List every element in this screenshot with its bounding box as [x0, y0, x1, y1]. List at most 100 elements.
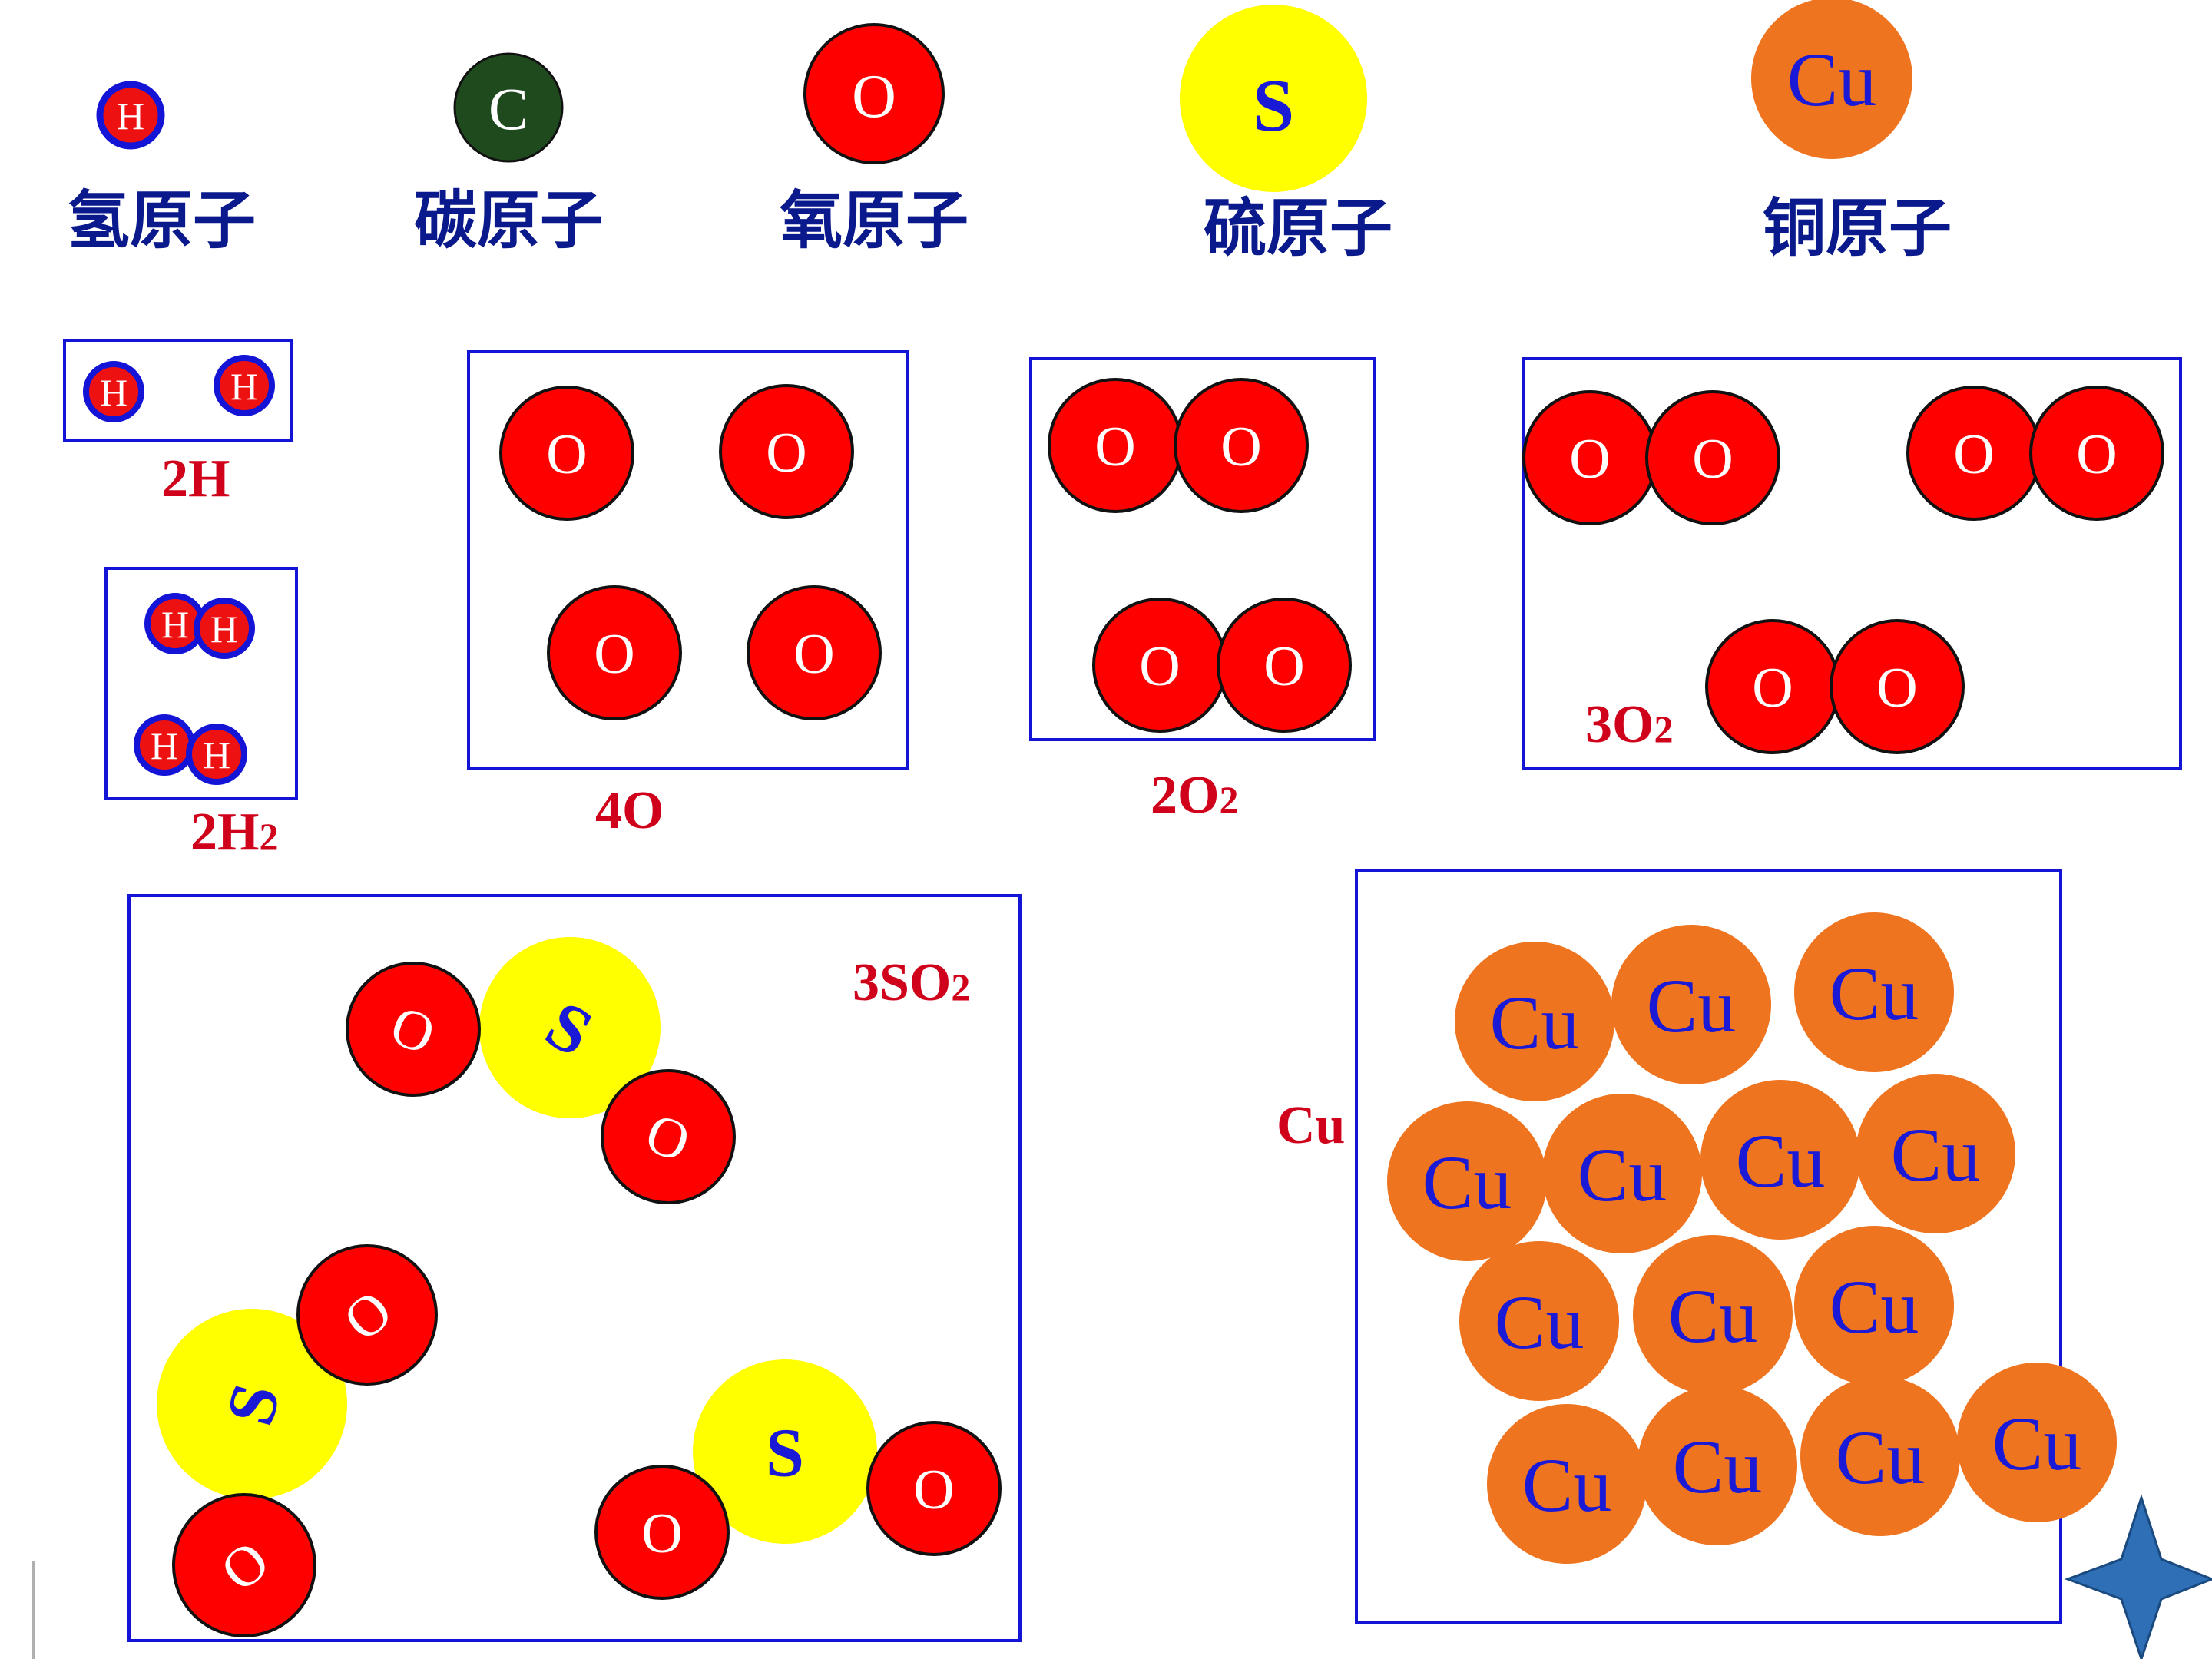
- group-2h-label: 2H: [161, 449, 230, 508]
- hydrogen-name: 氢原子: [67, 184, 256, 257]
- hydrogen-symbol: H: [151, 724, 178, 767]
- copper-atom: [1387, 1101, 1547, 1261]
- oxygen-atom: [172, 1493, 316, 1637]
- hydrogen-atom: [96, 81, 165, 150]
- oxygen-atom: [1174, 378, 1309, 513]
- copper-atom: [1700, 1080, 1860, 1240]
- carbon-name: 碳原子: [414, 184, 603, 257]
- oxygen-symbol: O: [1094, 416, 1135, 478]
- copper-name: 铜原子: [1763, 192, 1952, 265]
- copper-atom: [1751, 0, 1912, 159]
- oxygen-symbol: O: [641, 1502, 682, 1565]
- oxygen-symbol: O: [766, 422, 806, 485]
- copper-atom: [1633, 1235, 1793, 1395]
- oxygen-atom: [601, 1069, 736, 1204]
- copper-symbol: Cu: [1891, 1112, 1981, 1197]
- copper-atom: [1611, 925, 1771, 1084]
- oxygen-atom: [499, 386, 634, 521]
- group-4o-label: 4O: [595, 781, 664, 840]
- oxygen-atom: [1830, 619, 1965, 754]
- group-2h2-box: [104, 567, 298, 800]
- hydrogen-symbol: H: [203, 733, 230, 777]
- hydrogen-atom: [194, 598, 255, 659]
- oxygen-atom: [1217, 598, 1352, 733]
- oxygen-symbol: O: [594, 623, 634, 686]
- sulfur-symbol: S: [1253, 65, 1295, 147]
- oxygen-symbol: O: [1876, 657, 1917, 720]
- copper-atom: [1542, 1094, 1702, 1253]
- hydrogen-symbol: H: [100, 371, 127, 414]
- copper-symbol: Cu: [1495, 1280, 1584, 1365]
- hydrogen-symbol: H: [161, 603, 189, 646]
- copper-symbol: Cu: [1578, 1132, 1667, 1217]
- copper-symbol: Cu: [1422, 1140, 1512, 1225]
- group-2h2-label: 2H2: [190, 803, 278, 862]
- legend-carbon: C 碳原子: [414, 52, 603, 257]
- carbon-atom: [453, 52, 564, 163]
- group-copper-label: Cu: [1277, 1096, 1345, 1155]
- copper-atom: [1459, 1241, 1619, 1401]
- group-copper-box: [1355, 869, 2062, 1624]
- oxygen-symbol: O: [793, 623, 834, 686]
- oxygen-atom: [594, 1465, 730, 1600]
- oxygen-atom: [803, 23, 945, 164]
- group-2o2-label: 2O2: [1151, 766, 1238, 825]
- group-4o-box: [467, 350, 909, 770]
- copper-symbol: Cu: [1736, 1118, 1826, 1204]
- hydrogen-atom: [186, 724, 247, 785]
- group-2h: H H 2H: [63, 339, 293, 508]
- copper-atom: [1794, 1226, 1954, 1386]
- copper-atom: [1957, 1363, 2117, 1522]
- sulfur-name: 硫原子: [1204, 192, 1392, 265]
- hydrogen-symbol: H: [210, 608, 238, 651]
- oxygen-symbol: O: [1220, 416, 1261, 478]
- oxygen-atom: [747, 585, 882, 720]
- copper-atom: [1487, 1404, 1647, 1564]
- legend-oxygen: O 氧原子: [780, 23, 969, 257]
- copper-symbol: Cu: [1673, 1424, 1763, 1509]
- copper-atom: [1856, 1074, 2015, 1233]
- sulfur-symbol: S: [766, 1416, 804, 1492]
- oxygen-symbol: O: [1569, 428, 1610, 491]
- copper-symbol: Cu: [1522, 1442, 1612, 1528]
- oxygen-symbol: O: [546, 423, 587, 486]
- oxygen-symbol: O: [1752, 657, 1793, 720]
- copper-symbol: Cu: [1787, 37, 1877, 122]
- group-3o2-box: [1522, 357, 2182, 770]
- hydrogen-symbol: H: [230, 365, 258, 408]
- star-icon: [2064, 1494, 2212, 1659]
- carbon-symbol: C: [488, 75, 528, 142]
- group-2o2-box: [1029, 357, 1376, 741]
- hydrogen-symbol: H: [117, 94, 144, 137]
- legend-hydrogen: H 氢原子: [67, 81, 256, 257]
- copper-symbol: Cu: [1830, 951, 1919, 1036]
- oxygen-atom: [547, 585, 682, 720]
- copper-symbol: Cu: [1992, 1401, 2082, 1486]
- copper-atom: [1637, 1386, 1797, 1545]
- sulfur-atom: [693, 1359, 877, 1544]
- oxygen-name: 氧原子: [780, 184, 969, 257]
- copper-symbol: Cu: [1668, 1273, 1758, 1359]
- sulfur-atom: [1180, 5, 1367, 192]
- oxygen-atom: [866, 1421, 1002, 1556]
- oxygen-symbol: O: [852, 63, 896, 131]
- oxygen-symbol: O: [2076, 423, 2117, 486]
- oxygen-atom: [296, 1244, 438, 1386]
- hydrogen-atom: [83, 361, 144, 422]
- copper-atom: [1800, 1376, 1960, 1536]
- legend-copper: Cu 铜原子: [1751, 0, 1952, 265]
- group-2h2: H H H H 2H2: [104, 567, 298, 862]
- group-4o: O O O O 4O: [467, 350, 909, 840]
- hydrogen-atom: [214, 355, 275, 416]
- oxygen-atom: [1645, 390, 1780, 525]
- oxygen-symbol: O: [1953, 423, 1994, 486]
- oxygen-symbol: O: [1139, 635, 1180, 698]
- oxygen-atom: [719, 384, 854, 519]
- copper-atom: [1455, 942, 1614, 1101]
- copper-atom: [1794, 912, 1954, 1072]
